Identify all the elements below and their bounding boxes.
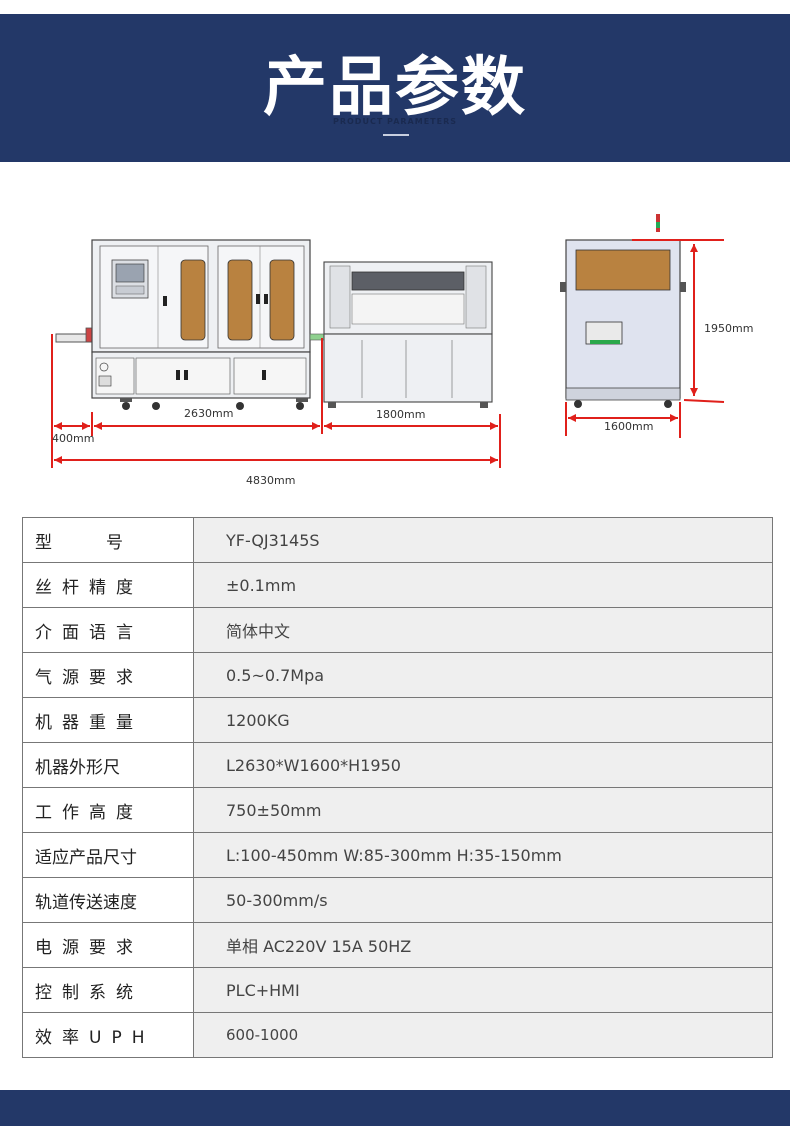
spec-row-work-height: 工作高度 750±50mm <box>22 787 773 833</box>
spec-value: 50-300mm/s <box>193 877 773 923</box>
spec-row-weight: 机器重量 1200KG <box>22 697 773 743</box>
spec-label: 介面语言 <box>22 607 194 653</box>
spec-row-power: 电源要求 单相 AC220V 15A 50HZ <box>22 922 773 968</box>
inlet-conveyor <box>55 327 95 343</box>
spec-label: 机器重量 <box>22 697 194 743</box>
spec-label: 轨道传送速度 <box>22 877 194 923</box>
page-title: 产品参数 <box>263 51 527 125</box>
spec-table: 型 号 YF-QJ3145S 丝杆精度 ±0.1mm 介面语言 简体中文 气源要… <box>22 517 773 1058</box>
spec-row-product-size: 适应产品尺寸 L:100-450mm W:85-300mm H:35-150mm <box>22 832 773 878</box>
machine-drawing: 2630mm 1800mm 400mm 4830mm 1950mm 1600mm <box>0 162 790 502</box>
dim-label-1600: 1600mm <box>604 420 654 433</box>
spec-row-model: 型 号 YF-QJ3145S <box>22 517 773 563</box>
side-dimension-arrows <box>568 244 698 422</box>
spec-label: 适应产品尺寸 <box>22 832 194 878</box>
spec-value: PLC+HMI <box>193 967 773 1013</box>
spec-row-precision: 丝杆精度 ±0.1mm <box>22 562 773 608</box>
spec-label: 型 号 <box>22 517 194 563</box>
footer-band <box>0 1090 790 1126</box>
main-cabinet-upper <box>91 239 311 353</box>
spec-row-conveyor-speed: 轨道传送速度 50-300mm/s <box>22 877 773 923</box>
spec-label: 工作高度 <box>22 787 194 833</box>
front-dimension-arrows <box>54 422 498 464</box>
spec-value: 0.5~0.7Mpa <box>193 652 773 698</box>
spec-value: L2630*W1600*H1950 <box>193 742 773 788</box>
second-module <box>309 261 493 408</box>
spec-label: 控制系统 <box>22 967 194 1013</box>
spec-row-air-supply: 气源要求 0.5~0.7Mpa <box>22 652 773 698</box>
spec-value: 600-1000 <box>193 1012 773 1058</box>
title-underline <box>383 134 409 136</box>
spec-label: 机器外形尺 <box>22 742 194 788</box>
spec-value: L:100-450mm W:85-300mm H:35-150mm <box>193 832 773 878</box>
spec-value: 简体中文 <box>193 607 773 653</box>
front-dimension-lines <box>51 334 501 468</box>
spec-row-uph: 效率UPH 600-1000 <box>22 1012 773 1058</box>
spec-row-dimensions: 机器外形尺 L2630*W1600*H1950 <box>22 742 773 788</box>
dim-label-1800: 1800mm <box>376 408 426 421</box>
spec-label: 气源要求 <box>22 652 194 698</box>
spec-label: 电源要求 <box>22 922 194 968</box>
machine-drawing-svg <box>51 214 725 468</box>
spec-label: 丝杆精度 <box>22 562 194 608</box>
top-band <box>0 0 790 14</box>
side-dimension-lines <box>565 239 725 438</box>
spec-value: 750±50mm <box>193 787 773 833</box>
spec-row-language: 介面语言 简体中文 <box>22 607 773 653</box>
dim-label-1950: 1950mm <box>704 322 754 335</box>
dim-label-2630: 2630mm <box>184 407 234 420</box>
spec-row-control-system: 控制系统 PLC+HMI <box>22 967 773 1013</box>
dim-label-400: 400mm <box>52 432 95 445</box>
spec-label: 效率UPH <box>22 1012 194 1058</box>
spec-value: 单相 AC220V 15A 50HZ <box>193 922 773 968</box>
page-subtitle: PRODUCT PARAMETERS <box>332 117 457 126</box>
spec-value: 1200KG <box>193 697 773 743</box>
dim-label-4830: 4830mm <box>246 474 296 487</box>
header-banner: 产品参数 PRODUCT PARAMETERS <box>0 14 790 162</box>
side-view-machine <box>560 214 686 408</box>
spec-value: YF-QJ3145S <box>193 517 773 563</box>
main-cabinet-lower <box>91 351 311 410</box>
spec-value: ±0.1mm <box>193 562 773 608</box>
